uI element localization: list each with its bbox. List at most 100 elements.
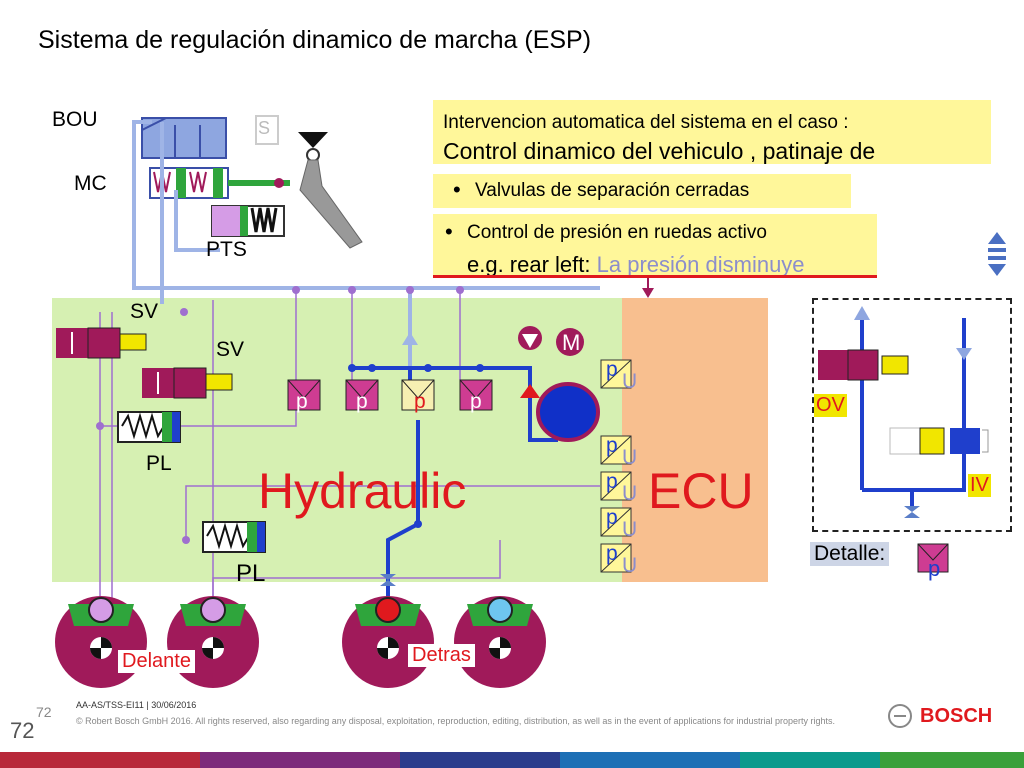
mc-to-pts: [174, 190, 220, 252]
ecu-sensor-3: [600, 471, 632, 501]
ctrl-line-8: [185, 485, 600, 540]
detail-valve-marker: [904, 506, 920, 518]
pump-motor: [518, 326, 584, 398]
label-p-2: p: [356, 390, 368, 413]
ecu-label-p-4: p: [606, 506, 618, 529]
iv-spring: [982, 429, 989, 453]
footer-strip: [0, 752, 1024, 768]
label-s-sensor: S: [258, 118, 271, 138]
page-title: Sistema de regulación dinamico de marcha…: [38, 26, 592, 54]
pressure-sensor-3: [401, 379, 435, 411]
pedal-pivot: [298, 132, 328, 148]
pl-valve-bottom: [202, 521, 266, 553]
copyright-text: © Robert Bosch GmbH 2016. All rights res…: [76, 716, 836, 726]
detail-p-label: p: [928, 556, 941, 581]
pressure-sensor-1: [287, 379, 321, 411]
label-p-4: p: [470, 390, 482, 413]
info-example-text: La presión disminuye: [596, 252, 805, 277]
page-number: 72: [10, 718, 35, 743]
detail-diagram: [818, 306, 989, 518]
sv-mid-coil: [205, 373, 233, 391]
flow-arrow-up: [402, 332, 418, 345]
ecu-label-p-2: p: [606, 434, 618, 457]
pedal-joint: [306, 148, 320, 162]
mc-piston-2: [213, 168, 223, 198]
master-cylinder: [149, 167, 290, 199]
ov-solenoid: [818, 350, 848, 380]
scroll-arrows: [988, 232, 1006, 276]
mc-spring-2: [189, 171, 207, 193]
pressure-sensors: [287, 379, 493, 411]
bosch-logo-icon: [888, 704, 912, 728]
ecu-label-p-5: p: [606, 542, 618, 565]
ecu-label-u-3: U: [622, 482, 638, 505]
wheel-front-right: [167, 596, 259, 688]
label-p-3: p: [414, 390, 426, 413]
info-arrow-head: [642, 288, 654, 298]
pts-chamber: [212, 206, 242, 236]
pump-output-line: [352, 366, 558, 442]
ecu-sensor-1: [600, 359, 632, 389]
pedal-lever: [299, 159, 363, 249]
brand-logo-text: BOSCH: [920, 705, 993, 727]
page-number-small: 72: [36, 704, 52, 720]
ecu-label-p-1: p: [606, 358, 618, 381]
pressure-travel-sensor: [211, 205, 285, 237]
info-example: e.g. rear left: La presión disminuye: [467, 252, 805, 278]
info-line-1: Intervencion automatica del sistema en e…: [443, 112, 849, 133]
pts-piston: [240, 206, 248, 236]
ecu-label-p-3: p: [606, 470, 618, 493]
ecu-sensor-5: [600, 543, 632, 573]
pressure-sensor-2: [345, 379, 379, 411]
info-bullet-2: Control de presión en ruedas activo: [445, 219, 767, 245]
detail-box: [812, 298, 1012, 532]
ecu-label-u-2: U: [622, 446, 638, 469]
sv-valve-top: [56, 327, 147, 359]
detail-label: Detalle:: [810, 542, 890, 566]
wheel-rear-right: [454, 596, 546, 688]
label-iv: IV: [968, 474, 991, 497]
reservoir-top: [141, 117, 226, 131]
doc-id: AA-AS/TSS-EI11 | 30/06/2016: [76, 700, 197, 710]
pump-outlet-arrow: [520, 384, 540, 398]
info-underline: [433, 275, 877, 278]
brake-pedal: [298, 132, 363, 249]
ecu-label: ECU: [648, 463, 754, 519]
ecu-sensor-2: [600, 435, 632, 465]
junction-dots: [96, 286, 464, 544]
ecu-label-u-4: U: [622, 518, 638, 541]
pedal-sensor-box: [255, 115, 279, 145]
label-sv-top: SV: [130, 300, 159, 323]
info-example-prefix: e.g. rear left:: [467, 252, 591, 277]
rear-wheel-line: [386, 420, 420, 600]
detail-arrow-down: [956, 348, 972, 360]
motor-circle: [556, 328, 584, 356]
ov-body: [847, 349, 879, 381]
accumulator: [536, 382, 600, 442]
label-pl-top: PL: [146, 452, 172, 475]
label-bou: BOU: [52, 108, 98, 131]
sv-valve-mid: [142, 367, 233, 399]
wheel-label-rear: Detras: [408, 644, 475, 667]
sv-top-body: [87, 327, 121, 359]
blue-dots: [348, 364, 484, 528]
detail-p-icon: [917, 543, 949, 573]
mc-piston-1: [176, 168, 186, 198]
sv-mid-body: [173, 367, 207, 399]
ecu-panel: [622, 298, 768, 582]
wheel-front-left: [55, 596, 147, 688]
label-mc: MC: [74, 172, 107, 195]
pts-spring: [250, 207, 278, 233]
info-box-intro: Intervencion automatica del sistema en e…: [433, 100, 991, 164]
pressure-sensor-4: [459, 379, 493, 411]
label-p-1: p: [296, 390, 308, 413]
pump-arrow: [522, 334, 538, 348]
info-line-2: Control dinamico del vehiculo , patinaje…: [443, 138, 876, 164]
label-pl-bottom: PL: [236, 560, 266, 587]
hydraulic-label: Hydraulic: [258, 463, 467, 519]
label-sv-mid: SV: [216, 338, 245, 361]
wheel-rear-left: [342, 596, 434, 688]
info-bullet-1: Valvulas de separación cerradas: [453, 177, 749, 203]
iv-body: [889, 427, 921, 455]
